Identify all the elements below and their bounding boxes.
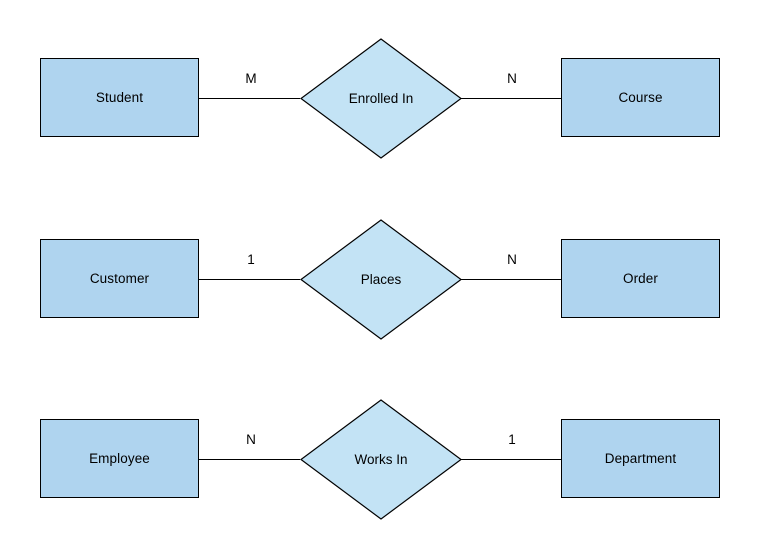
- entity-label: Student: [95, 90, 144, 105]
- cardinality-label-right: 1: [508, 432, 516, 447]
- entity-box-department[interactable]: Department: [561, 419, 720, 498]
- entity-label: Order: [622, 271, 658, 286]
- connector-line-right: [461, 98, 562, 99]
- cardinality-label-right: N: [507, 252, 517, 267]
- cardinality-label-left: 1: [247, 252, 255, 267]
- connector-line-left: [199, 279, 300, 280]
- relationship-diamond-works-in[interactable]: Works In: [300, 399, 462, 520]
- connector-line-right: [461, 459, 562, 460]
- entity-box-order[interactable]: Order: [561, 239, 720, 318]
- cardinality-label-left: M: [245, 71, 257, 86]
- entity-box-employee[interactable]: Employee: [40, 419, 199, 498]
- connector-line-right: [461, 279, 562, 280]
- relationship-diamond-enrolled-in[interactable]: Enrolled In: [300, 38, 462, 159]
- cardinality-label-left: N: [246, 432, 256, 447]
- cardinality-label-right: N: [507, 71, 517, 86]
- er-relationship-row: Student M Enrolled In N Course: [0, 38, 761, 178]
- diamond-shape-icon: [300, 219, 462, 340]
- er-relationship-row: Customer 1 Places N Order: [0, 219, 761, 359]
- entity-label: Course: [618, 90, 663, 105]
- connector-line-left: [199, 459, 300, 460]
- entity-label: Department: [604, 451, 677, 466]
- entity-box-course[interactable]: Course: [561, 58, 720, 137]
- entity-label: Employee: [89, 451, 150, 466]
- entity-box-student[interactable]: Student: [40, 58, 199, 137]
- entity-box-customer[interactable]: Customer: [40, 239, 199, 318]
- diamond-shape-icon: [300, 38, 462, 159]
- er-relationship-row: Employee N Works In 1 Department: [0, 399, 761, 539]
- diamond-shape-icon: [300, 399, 462, 520]
- connector-line-left: [199, 98, 300, 99]
- relationship-diamond-places[interactable]: Places: [300, 219, 462, 340]
- entity-label: Customer: [89, 271, 150, 286]
